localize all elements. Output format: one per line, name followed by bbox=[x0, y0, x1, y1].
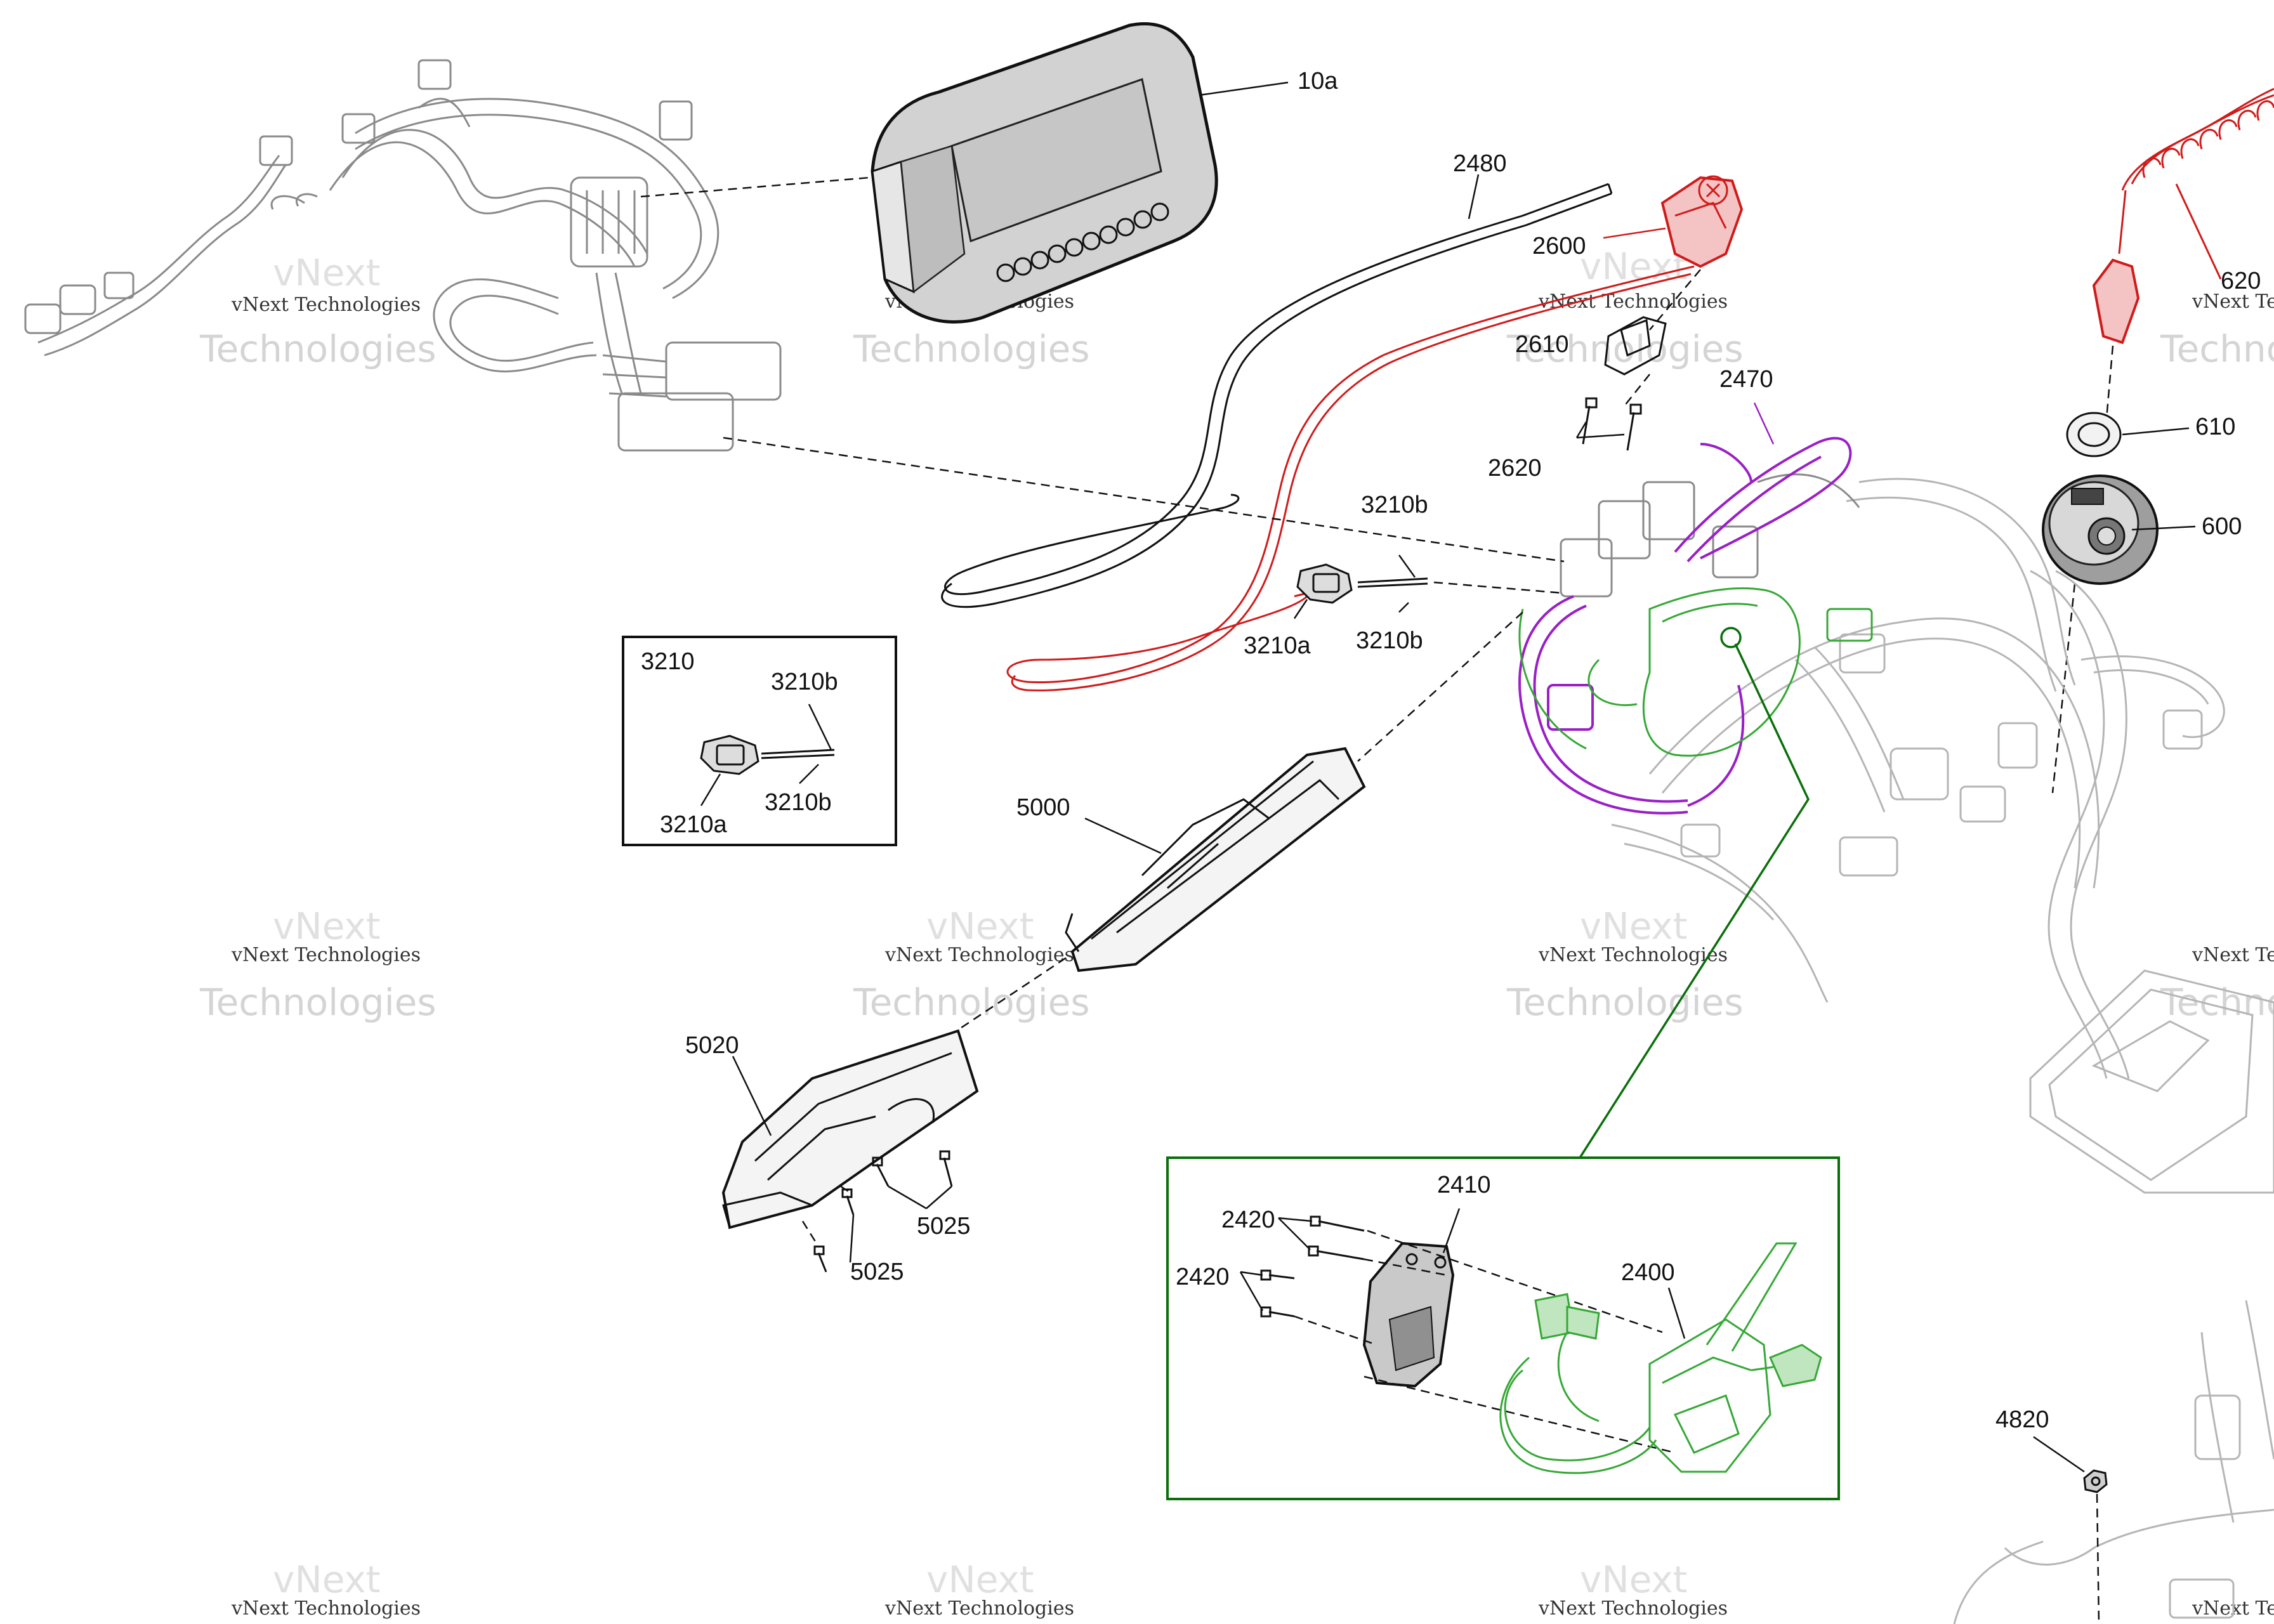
watermark-vnext: vNext bbox=[1580, 1558, 1687, 1601]
watermark-vnext: vNext bbox=[1580, 905, 1687, 948]
callout-3210a: 3210a bbox=[1244, 632, 1311, 659]
inset-2400-label-2420-top: 2420 bbox=[1221, 1207, 1275, 1233]
callout-10a: 10a bbox=[1298, 68, 1338, 95]
key-switch-600 bbox=[2042, 475, 2196, 585]
inset-3210-title: 3210 bbox=[641, 648, 695, 675]
main-wire-harness bbox=[1611, 478, 2274, 1624]
leader-10a bbox=[1199, 81, 1289, 96]
watermark-vnext: vNext bbox=[273, 1558, 380, 1601]
callout-5025-right: 5025 bbox=[917, 1213, 971, 1240]
green-switch-assembly bbox=[1518, 587, 1873, 757]
connector-3210 bbox=[1293, 554, 1428, 619]
callout-3210b-top: 3210b bbox=[1361, 492, 1428, 518]
callout-2480: 2480 bbox=[1453, 150, 1507, 177]
callout-2620: 2620 bbox=[1488, 455, 1542, 481]
module-5000 bbox=[1065, 747, 1366, 972]
watermark-text: vNext Technologies bbox=[2192, 944, 2274, 966]
left-wire-harness bbox=[24, 59, 782, 452]
inset-3210-label-b-bottom: 3210b bbox=[765, 789, 832, 816]
inset-2400-label-2420-bottom: 2420 bbox=[1176, 1264, 1230, 1290]
watermark-vnext: vNext bbox=[273, 251, 380, 294]
watermark-technologies: Technologies bbox=[2160, 327, 2274, 370]
inset-3210-label-b-top: 3210b bbox=[771, 669, 838, 695]
inset-3210: 3210 3210b 3210a 3210b bbox=[622, 636, 897, 846]
watermark-technologies: Technologies bbox=[853, 981, 1090, 1024]
inset-2400: 2410 2420 2420 2400 bbox=[1166, 1156, 1840, 1500]
callout-2600: 2600 bbox=[1532, 233, 1586, 259]
dashed-line-harness bbox=[723, 436, 1565, 563]
ring-nut-610 bbox=[2066, 412, 2190, 457]
watermark-technologies: Technologies bbox=[2160, 981, 2274, 1024]
inset-3210-label-a: 3210a bbox=[660, 811, 728, 838]
watermark-vnext: vNext bbox=[926, 1558, 1034, 1601]
watermarks: vNext Technologies vNext Technologies vN… bbox=[199, 245, 2274, 1620]
dashed-line-3210 bbox=[1433, 581, 1565, 594]
callout-4820: 4820 bbox=[1995, 1406, 2049, 1433]
purple-harness-2470 bbox=[1518, 436, 1852, 815]
watermark-technologies: Technologies bbox=[199, 981, 437, 1024]
callout-5025-bottom: 5025 bbox=[850, 1259, 904, 1285]
callout-2470: 2470 bbox=[1719, 366, 1773, 393]
watermark-text: vNext Technologies bbox=[231, 944, 421, 966]
callout-600: 600 bbox=[2202, 513, 2242, 540]
watermark-vnext: vNext bbox=[273, 905, 380, 948]
dashed-line-5000 bbox=[1357, 612, 1523, 762]
callout-2610: 2610 bbox=[1515, 331, 1569, 358]
dashed-line-620 bbox=[2105, 345, 2114, 419]
bracket-2610 bbox=[1604, 269, 1701, 407]
inset-2400-label-2410: 2410 bbox=[1437, 1172, 1491, 1198]
watermark-text: vNext Technologies bbox=[231, 1597, 421, 1620]
leader-2470 bbox=[1753, 402, 1775, 445]
tube-2480 bbox=[941, 183, 1613, 608]
watermark-technologies: Technologies bbox=[853, 327, 1090, 370]
coiled-cord-620 bbox=[2092, 88, 2274, 344]
red-wire-2600 bbox=[1006, 265, 1695, 691]
bracket-5020 bbox=[721, 1029, 979, 1229]
watermark-technologies: Technologies bbox=[199, 327, 437, 370]
inset-2400-label-2400: 2400 bbox=[1621, 1259, 1675, 1286]
callout-610: 610 bbox=[2195, 414, 2235, 440]
callout-5020: 5020 bbox=[685, 1032, 739, 1059]
watermark-text: vNext Technologies bbox=[884, 944, 1074, 966]
callout-5000: 5000 bbox=[1016, 794, 1070, 821]
screws-5025 bbox=[801, 1150, 953, 1273]
watermark-text: vNext Technologies bbox=[884, 1597, 1074, 1620]
watermark-text: vNext Technologies bbox=[2192, 291, 2274, 313]
dashed-line-10a bbox=[640, 176, 870, 198]
display-cluster-10a bbox=[871, 22, 1218, 324]
watermark-text: vNext Technologies bbox=[1538, 944, 1728, 966]
screws-2620 bbox=[1575, 397, 1642, 451]
callout-3210b-bottom: 3210b bbox=[1356, 627, 1423, 654]
watermark-vnext: vNext bbox=[926, 905, 1034, 948]
watermark-text: vNext Technologies bbox=[1538, 1597, 1728, 1620]
watermark-text: vNext Technologies bbox=[1538, 291, 1728, 313]
watermark-technologies: Technologies bbox=[1506, 981, 1744, 1024]
leader-2600 bbox=[1603, 227, 1666, 239]
leader-green-inset bbox=[1579, 643, 1810, 1158]
leader-2480 bbox=[1468, 174, 1480, 219]
connector-stack bbox=[1560, 473, 1860, 598]
switch-2600 bbox=[1660, 175, 1744, 268]
callout-620: 620 bbox=[2221, 268, 2261, 294]
watermark-technologies: Technologies bbox=[1506, 327, 1744, 370]
nut-4820 bbox=[2033, 1436, 2108, 1624]
watermark-text: vNext Technologies bbox=[231, 294, 421, 316]
